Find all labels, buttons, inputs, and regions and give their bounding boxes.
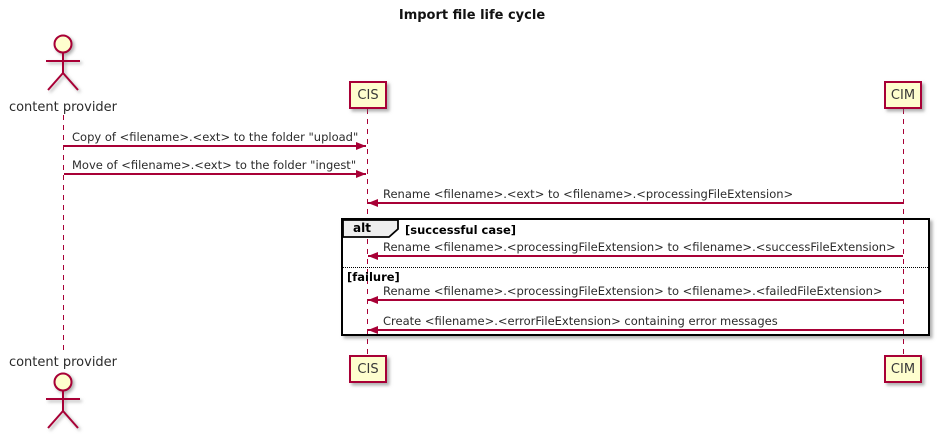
message-text: Rename <filename>.<processingFileExtensi… xyxy=(383,284,883,298)
message-text: Copy of <filename>.<ext> to the folder "… xyxy=(72,130,359,144)
arrowhead-left-icon xyxy=(368,198,378,207)
message-text: Create <filename>.<errorFileExtension> c… xyxy=(383,314,778,328)
actor-label-top: content provider xyxy=(8,100,118,115)
message-arrow xyxy=(368,295,903,304)
message-text: Rename <filename>.<ext> to <filename>.<p… xyxy=(383,187,794,201)
participant-cim-top-label: CIM xyxy=(890,87,916,103)
actor-label-bottom: content provider xyxy=(8,355,118,370)
message-arrow xyxy=(368,251,903,260)
arrowhead-right-icon xyxy=(356,141,366,150)
arrowhead-left-icon xyxy=(368,295,378,304)
participant-cis-bottom-label: CIS xyxy=(357,361,379,377)
alt-tab-shape xyxy=(342,219,399,238)
participant-cim-bottom-label: CIM xyxy=(890,361,916,377)
alt-operator-label: alt xyxy=(353,221,371,235)
message-text: Move of <filename>.<ext> to the folder "… xyxy=(72,158,357,172)
message-text: Rename <filename>.<processingFileExtensi… xyxy=(383,240,896,254)
diagram-title: Import file life cycle xyxy=(398,8,546,23)
guard-successful-case: [successful case] xyxy=(405,223,517,237)
arrowhead-left-icon xyxy=(368,251,378,260)
participant-cis-top-label: CIS xyxy=(357,87,379,103)
message-arrow xyxy=(368,325,903,334)
participant-cis-top: CIS xyxy=(349,81,387,109)
guard-failure: [failure] xyxy=(347,270,400,284)
lifeline-cim xyxy=(903,109,904,355)
actor-icon-top xyxy=(46,34,80,91)
participant-cis-bottom: CIS xyxy=(349,355,387,383)
arrowhead-left-icon xyxy=(368,325,378,334)
message-arrow xyxy=(64,169,366,178)
alt-section-divider xyxy=(343,267,928,268)
actor-icon-bottom xyxy=(46,372,80,429)
message-arrow xyxy=(64,141,366,150)
participant-cim-top: CIM xyxy=(884,81,922,109)
lifeline-content-provider xyxy=(63,115,64,355)
participant-cim-bottom: CIM xyxy=(884,355,922,383)
message-arrow xyxy=(368,198,903,207)
arrowhead-right-icon xyxy=(356,169,366,178)
alt-frame: alt [successful case] [failure] xyxy=(341,218,930,336)
